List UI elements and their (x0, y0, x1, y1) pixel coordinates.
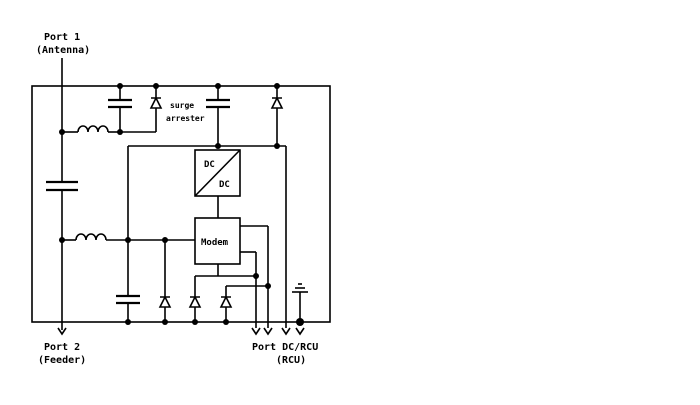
diode-2 (188, 295, 202, 308)
junction-dot (117, 83, 123, 89)
lower-inductor (75, 233, 107, 241)
junction-dot (153, 83, 159, 89)
junction-dot (223, 319, 229, 325)
dcdc-top-label: DC (204, 160, 215, 170)
dcdc-bottom-label: DC (219, 180, 230, 190)
port1-title: Port 1 (44, 32, 80, 43)
modem-label: Modem (201, 238, 229, 248)
junction-dot (215, 143, 221, 149)
junction-dot (192, 319, 198, 325)
diode-3 (219, 295, 233, 308)
junction-dot (274, 83, 280, 89)
port1-subtitle: (Antenna) (36, 45, 90, 56)
portdc-title: Port DC/RCU (252, 342, 318, 353)
port2-subtitle: (Feeder) (38, 355, 86, 366)
junction-dot (274, 143, 280, 149)
junction-dot (125, 319, 131, 325)
junction-dot (296, 318, 304, 326)
dcdc-diagonal (194, 149, 241, 197)
junction-dot (162, 319, 168, 325)
junction-dot (265, 283, 271, 289)
portdc-subtitle: (RCU) (276, 355, 306, 366)
junction-dot (59, 237, 65, 243)
junction-dot (162, 237, 168, 243)
diode-1 (158, 295, 172, 308)
port-dc-stub-4 (295, 327, 305, 336)
port-dc-stub-3 (281, 327, 291, 336)
enclosure-box (31, 85, 331, 323)
port2-title: Port 2 (44, 342, 80, 353)
junction-dot (117, 129, 123, 135)
surge-label-2: arrester (166, 114, 205, 123)
surge-label-1: surge (170, 101, 194, 110)
junction-dot (215, 83, 221, 89)
surge-arrester-diode (149, 96, 163, 109)
top-inductor (77, 125, 109, 133)
port-dc-stub-2 (263, 327, 273, 336)
right-diode (270, 96, 284, 109)
junction-dot (125, 237, 131, 243)
junction-dot (253, 273, 259, 279)
port2-stub (57, 327, 67, 336)
port-dc-stub-1 (251, 327, 261, 336)
junction-dot (59, 129, 65, 135)
